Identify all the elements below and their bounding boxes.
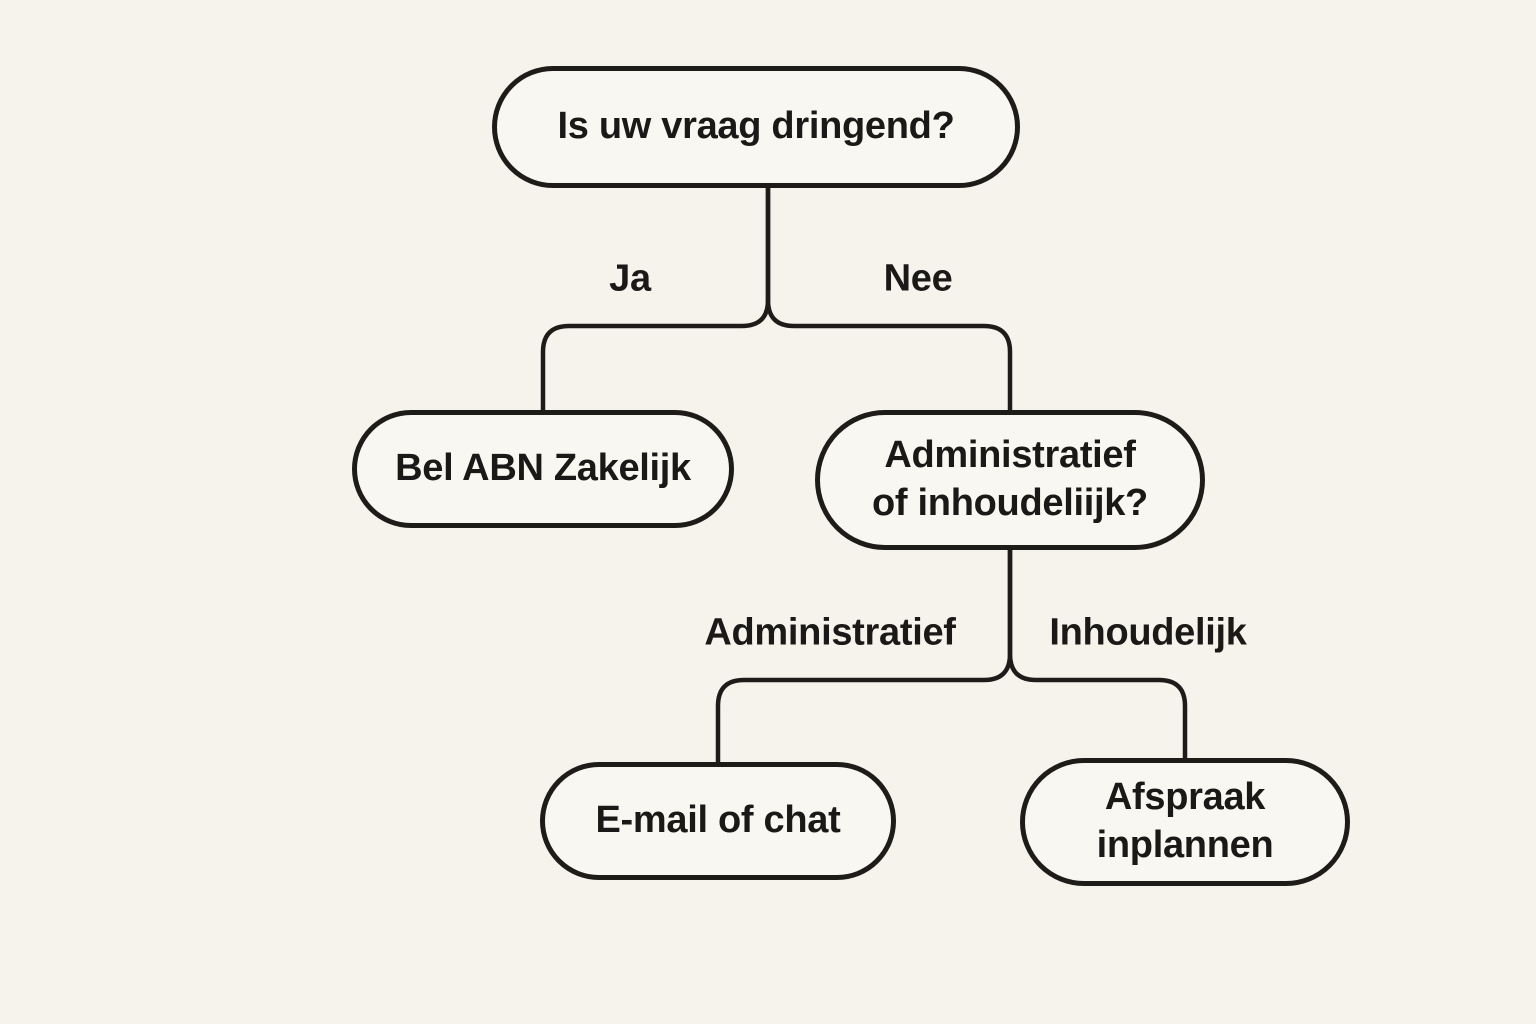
- edge-label-ja: Ja: [609, 257, 651, 300]
- edge-label-administratief: Administratief: [704, 611, 956, 654]
- edge-label-nee: Nee: [883, 257, 953, 300]
- node-email-of-chat: E-mail of chat: [540, 762, 896, 880]
- node-root-question: Is uw vraag dringend?: [492, 66, 1020, 188]
- node-afspraak-inplannen: Afspraak inplannen: [1020, 758, 1350, 886]
- edge-inhoudelijk-line: [1007, 550, 1188, 758]
- edge-administratief-line: [715, 550, 1013, 762]
- edge-nee-line: [765, 188, 1013, 410]
- edge-label-inhoudelijk: Inhoudelijk: [1049, 611, 1247, 654]
- node-bel-abn-zakelijk: Bel ABN Zakelijk: [352, 410, 734, 528]
- edge-ja-line: [540, 188, 771, 410]
- node-administratief-of-inhoudelijk: Administratief of inhoudeliijk?: [815, 410, 1205, 550]
